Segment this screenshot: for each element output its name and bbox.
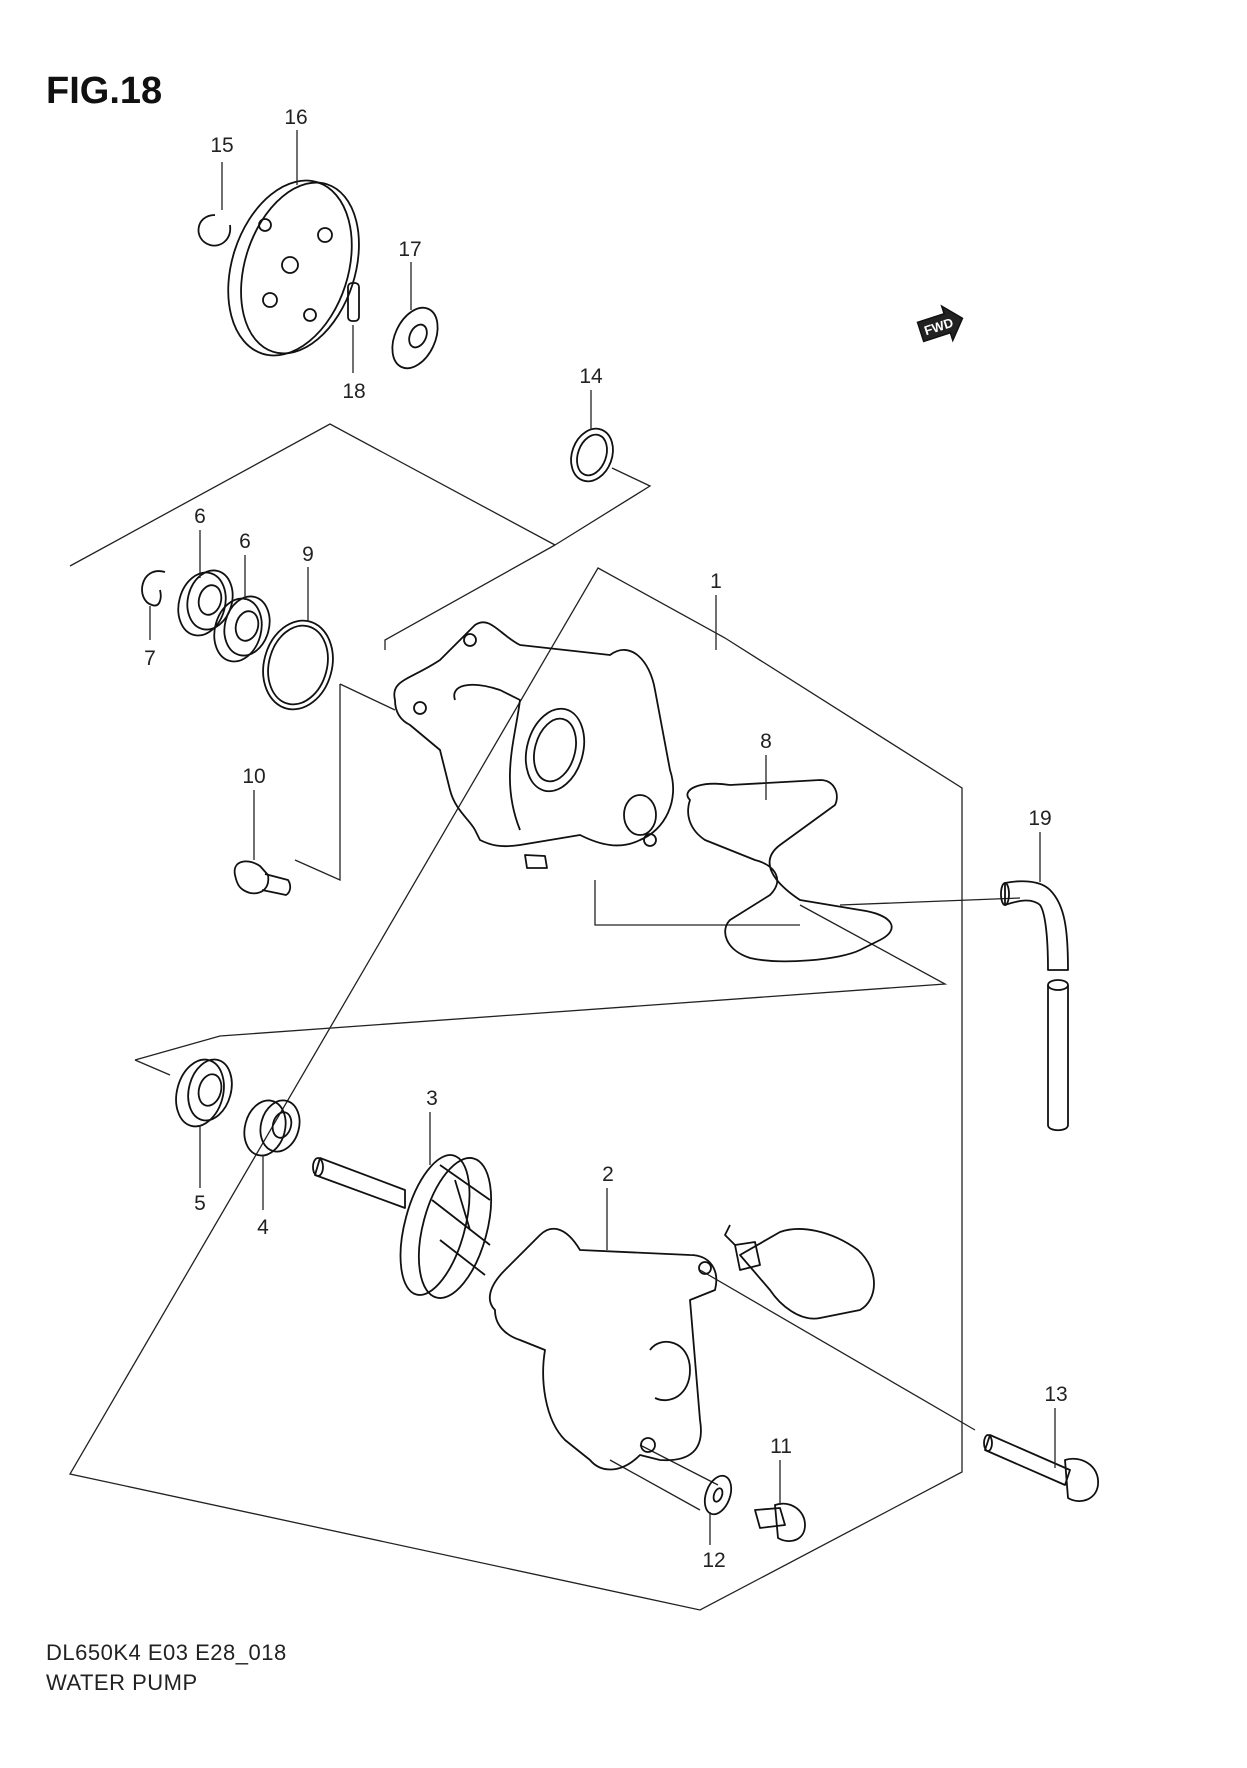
part-4-mechanical-seal: [243, 1099, 301, 1157]
assembly-frame: [68, 423, 963, 1611]
fwd-arrow-icon: FWD: [916, 304, 964, 343]
part-1-pump-cover: [393, 621, 675, 869]
callout-7: 7: [144, 647, 156, 670]
callout-3: 3: [426, 1087, 438, 1110]
diagram-code: DL650K4 E03 E28_018: [46, 1640, 287, 1665]
callout-10: 10: [242, 765, 265, 788]
part-15-circlip: [197, 214, 232, 247]
callout-6-left: 6: [194, 505, 206, 528]
callout-18: 18: [342, 380, 365, 403]
callout-11: 11: [770, 1435, 792, 1458]
part-19-hose: [1000, 880, 1069, 1132]
part-3-impeller: [312, 1154, 492, 1299]
part-17-washer: [391, 306, 439, 370]
callout-2: 2: [602, 1163, 614, 1186]
pump-axis-line: [609, 1269, 976, 1511]
callout-8: 8: [760, 730, 772, 753]
part-6-bearing-b: [213, 595, 271, 663]
callout-4: 4: [257, 1216, 269, 1239]
leader-lines: [149, 130, 1056, 1545]
callout-9: 9: [302, 543, 314, 566]
part-12-washer: [703, 1474, 733, 1516]
diagram-name: WATER PUMP: [46, 1670, 198, 1695]
axis-lines-upper: [294, 683, 1021, 926]
part-2-pump-body: [488, 1224, 875, 1471]
part-11-bolt: [754, 1502, 806, 1542]
part-16-sprocket: [227, 179, 360, 357]
upper-plane-line: [384, 467, 652, 650]
part-13-bolt: [983, 1434, 1099, 1502]
callout-12: 12: [702, 1549, 725, 1572]
part-10-bolt: [233, 860, 292, 896]
part-14-o-ring: [570, 427, 614, 483]
part-8-gasket: [686, 779, 893, 963]
part-6-bearing-a: [177, 569, 234, 637]
callout-14: 14: [579, 365, 603, 388]
part-5-oil-seal: [175, 1058, 233, 1128]
figure-title: FIG.18: [46, 70, 163, 112]
callout-15: 15: [210, 134, 233, 157]
callout-5: 5: [194, 1192, 206, 1215]
callout-19: 19: [1028, 807, 1051, 830]
callout-13: 13: [1044, 1383, 1067, 1406]
callout-labels: 15 16 17 18 14 6 6 9 7 1 8 10 19 3 2 5 4…: [144, 106, 1068, 1572]
callout-6-right: 6: [239, 530, 251, 553]
part-9-o-ring: [262, 619, 334, 711]
part-7-circlip: [141, 570, 166, 607]
lower-plane-line: [134, 904, 948, 1076]
callout-17: 17: [398, 238, 421, 261]
callout-1: 1: [710, 570, 722, 593]
callout-16: 16: [284, 106, 307, 129]
part-18-pin: [347, 282, 360, 322]
